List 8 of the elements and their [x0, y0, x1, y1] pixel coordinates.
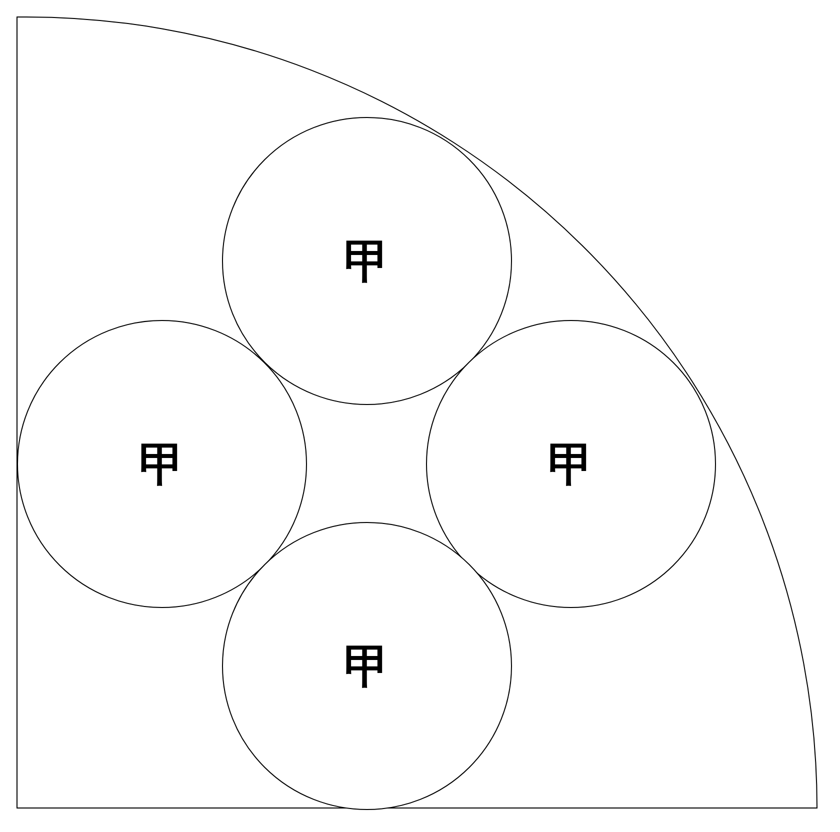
circle-label: 甲 — [548, 441, 594, 487]
circle-label: 甲 — [344, 238, 390, 284]
circle-label: 甲 — [344, 643, 390, 689]
circle-label: 甲 — [139, 441, 185, 487]
circle — [17, 320, 307, 608]
circle — [426, 320, 716, 608]
circle — [222, 522, 512, 810]
circle — [222, 117, 512, 405]
